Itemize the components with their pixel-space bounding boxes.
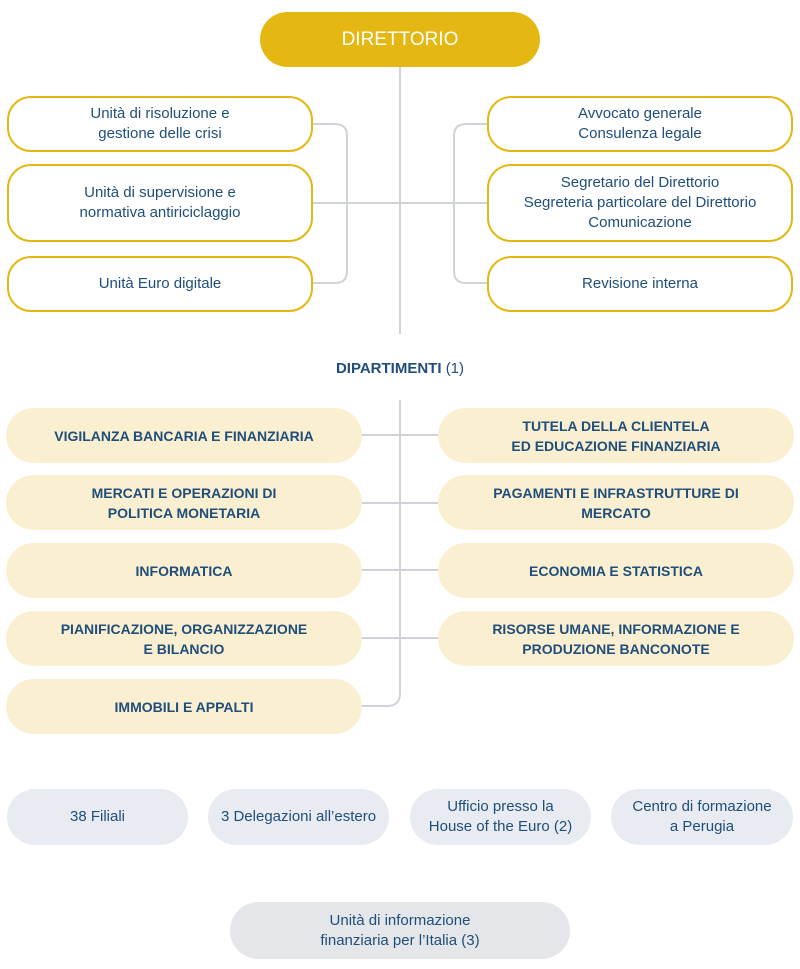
dept-immobili: IMMOBILI E APPALTI bbox=[6, 679, 362, 734]
unit-segretario-direttorio: Segretario del Direttorio Segreteria par… bbox=[487, 164, 793, 242]
unit-line: Segretario del Direttorio bbox=[560, 174, 720, 191]
office-house-of-the-euro: Ufficio presso la House of the Euro (2) bbox=[410, 789, 591, 845]
departments-label: DIPARTIMENTI bbox=[335, 359, 442, 377]
direttorio-box: DIRETTORIO bbox=[260, 12, 540, 67]
unit-line: Unità Euro digitale bbox=[98, 275, 222, 292]
dept-line: IMMOBILI E APPALTI bbox=[114, 698, 254, 715]
dept-line: PIANIFICAZIONE, ORGANIZZAZIONE bbox=[60, 620, 308, 637]
uif-line: finanziaria per l’Italia (3) bbox=[320, 931, 480, 949]
dept-line: E BILANCIO bbox=[143, 640, 225, 657]
unit-euro-digitale: Unità Euro digitale bbox=[7, 256, 313, 312]
dept-pagamenti: PAGAMENTI E INFRASTRUTTURE DI MERCATO bbox=[438, 475, 794, 530]
dept-line: MERCATO bbox=[581, 504, 651, 521]
dept-tutela-clientela: TUTELA DELLA CLIENTELA ED EDUCAZIONE FIN… bbox=[438, 408, 794, 463]
dept-line: MERCATI E OPERAZIONI DI bbox=[91, 484, 277, 501]
office-line: Ufficio presso la bbox=[447, 798, 554, 815]
dept-line: PRODUZIONE BANCONOTE bbox=[522, 640, 710, 657]
office-line: 3 Delegazioni all’estero bbox=[220, 808, 377, 825]
dept-line: ED EDUCAZIONE FINANZIARIA bbox=[511, 437, 721, 454]
departments-heading: DIPARTIMENTI (1) bbox=[0, 356, 800, 380]
unit-line: Unità di supervisione e bbox=[84, 184, 236, 201]
dept-pianificazione: PIANIFICAZIONE, ORGANIZZAZIONE E BILANCI… bbox=[6, 611, 362, 666]
unit-line: normativa antiriciclaggio bbox=[79, 204, 241, 221]
unit-avvocato-generale: Avvocato generale Consulenza legale bbox=[487, 96, 793, 152]
unit-line: Revisione interna bbox=[582, 275, 698, 292]
office-centro-formazione: Centro di formazione a Perugia bbox=[611, 789, 793, 845]
dept-line: ECONOMIA E STATISTICA bbox=[529, 562, 703, 579]
departments-footnote: (1) bbox=[445, 359, 465, 377]
office-line: House of the Euro (2) bbox=[428, 818, 573, 835]
dept-line: VIGILANZA BANCARIA E FINANZIARIA bbox=[54, 427, 314, 444]
direttorio-label: DIRETTORIO bbox=[341, 28, 459, 50]
dept-line: POLITICA MONETARIA bbox=[107, 504, 261, 521]
dept-risorse-umane: RISORSE UMANE, INFORMAZIONE E PRODUZIONE… bbox=[438, 611, 794, 666]
office-line: 38 Filiali bbox=[69, 808, 126, 825]
office-filiali: 38 Filiali bbox=[7, 789, 188, 845]
unit-risoluzione-crisi: Unità di risoluzione e gestione delle cr… bbox=[7, 96, 313, 152]
dept-line: INFORMATICA bbox=[135, 562, 233, 579]
unit-revisione-interna: Revisione interna bbox=[487, 256, 793, 312]
unit-line: Segreteria particolare del Direttorio bbox=[523, 194, 757, 211]
dept-line: RISORSE UMANE, INFORMAZIONE E bbox=[492, 620, 740, 637]
unit-line: Unità di risoluzione e bbox=[90, 105, 230, 122]
dept-vigilanza: VIGILANZA BANCARIA E FINANZIARIA bbox=[6, 408, 362, 463]
unit-line: Comunicazione bbox=[588, 214, 692, 231]
dept-informatica: INFORMATICA bbox=[6, 543, 362, 598]
unit-line: gestione delle crisi bbox=[98, 125, 222, 142]
dept-economia-statistica: ECONOMIA E STATISTICA bbox=[438, 543, 794, 598]
office-line: a Perugia bbox=[669, 818, 735, 835]
dept-line: TUTELA DELLA CLIENTELA bbox=[522, 417, 710, 434]
office-delegazioni: 3 Delegazioni all’estero bbox=[208, 789, 389, 845]
unit-antiriciclaggio: Unità di supervisione e normativa antiri… bbox=[7, 164, 313, 242]
uif-box: Unità di informazione finanziaria per l’… bbox=[230, 902, 570, 959]
dept-line: PAGAMENTI E INFRASTRUTTURE DI bbox=[493, 484, 739, 501]
unit-line: Avvocato generale bbox=[578, 105, 702, 122]
office-line: Centro di formazione bbox=[632, 798, 772, 815]
uif-line: Unità di informazione bbox=[329, 911, 471, 929]
unit-line: Consulenza legale bbox=[578, 125, 702, 142]
dept-mercati: MERCATI E OPERAZIONI DI POLITICA MONETAR… bbox=[6, 475, 362, 530]
